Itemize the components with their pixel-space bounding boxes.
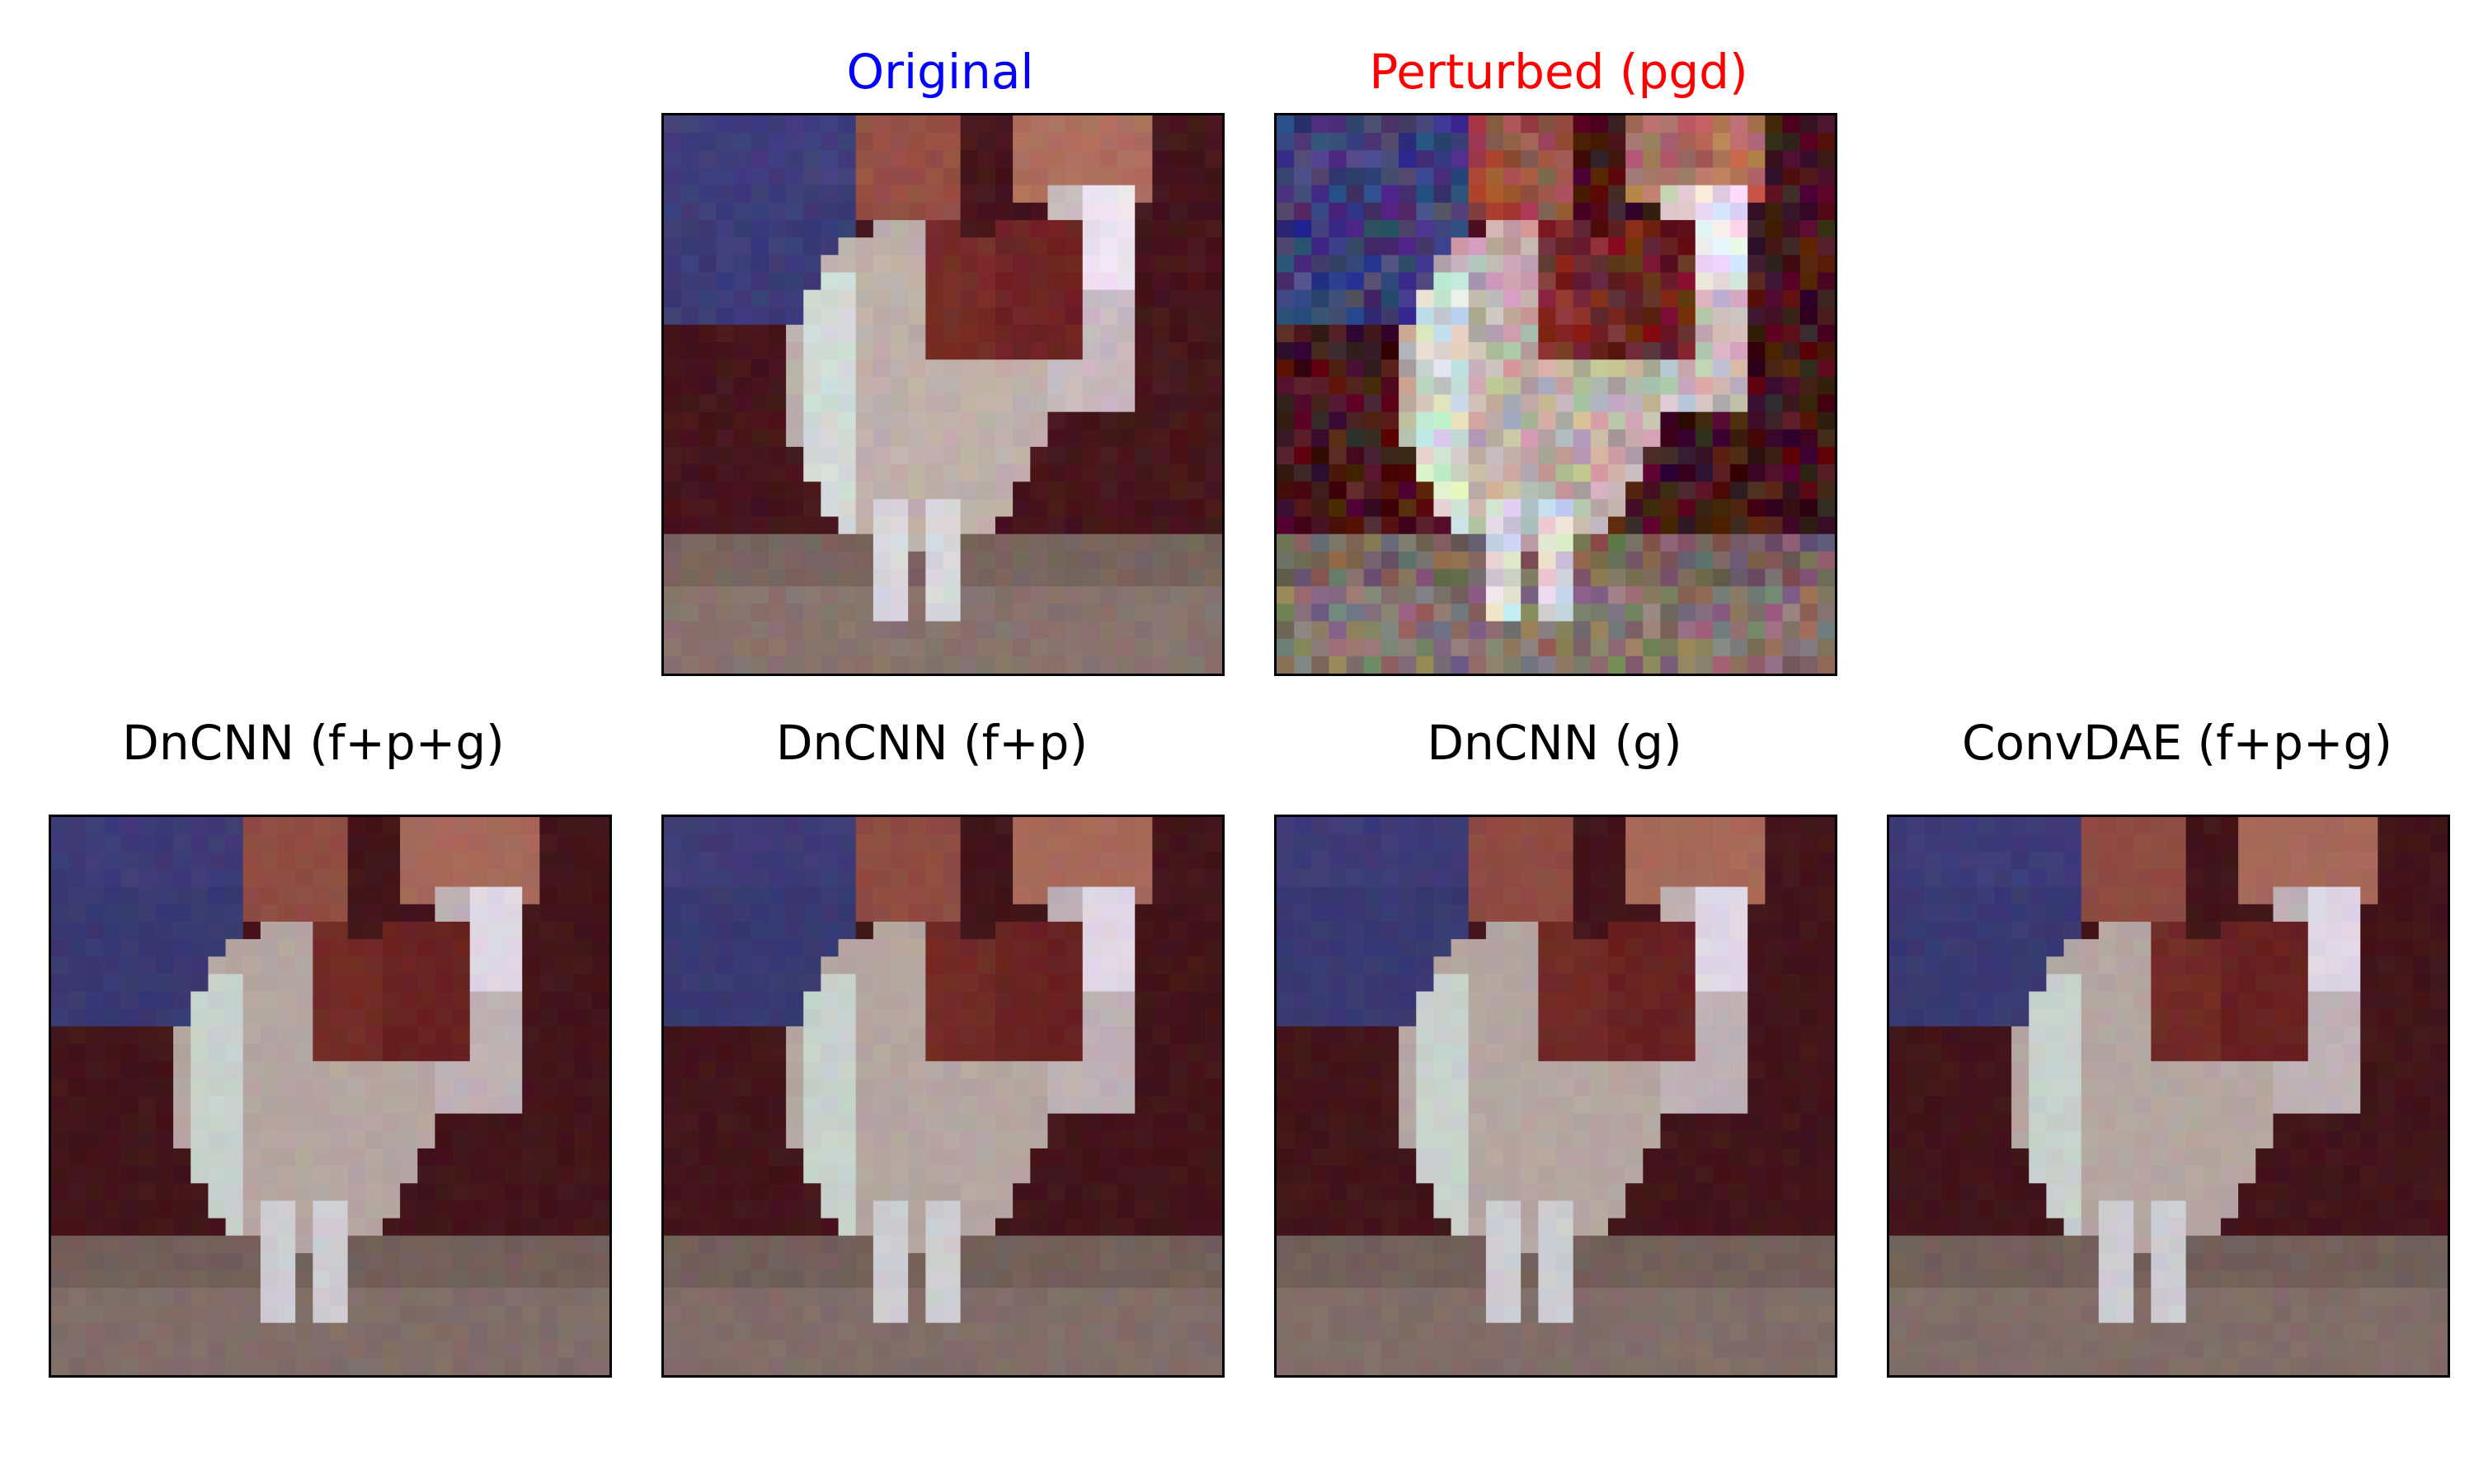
- title-original: Original: [846, 44, 1034, 100]
- image-dncnn-fp: [661, 815, 1225, 1378]
- dog-photo-convdae-fpg: [1889, 817, 2448, 1375]
- image-dncnn-g: [1274, 815, 1837, 1378]
- image-convdae-fpg: [1887, 815, 2450, 1378]
- title-convdae-fpg: ConvDAE (f+p+g): [1962, 715, 2392, 771]
- dog-photo-dncnn-fp: [664, 817, 1222, 1375]
- title-dncnn-g: DnCNN (g): [1427, 715, 1682, 771]
- title-perturbed: Perturbed (pgd): [1369, 44, 1748, 100]
- image-original: [661, 113, 1225, 676]
- dog-photo-dncnn-fpg: [51, 817, 609, 1375]
- image-dncnn-fpg: [49, 815, 612, 1378]
- dog-photo-perturbed: [1277, 115, 1835, 674]
- dog-photo-original: [664, 115, 1222, 674]
- dog-photo-dncnn-g: [1277, 817, 1835, 1375]
- image-perturbed: [1274, 113, 1837, 676]
- title-dncnn-fp: DnCNN (f+p): [775, 715, 1089, 771]
- title-dncnn-fpg: DnCNN (f+p+g): [122, 715, 505, 771]
